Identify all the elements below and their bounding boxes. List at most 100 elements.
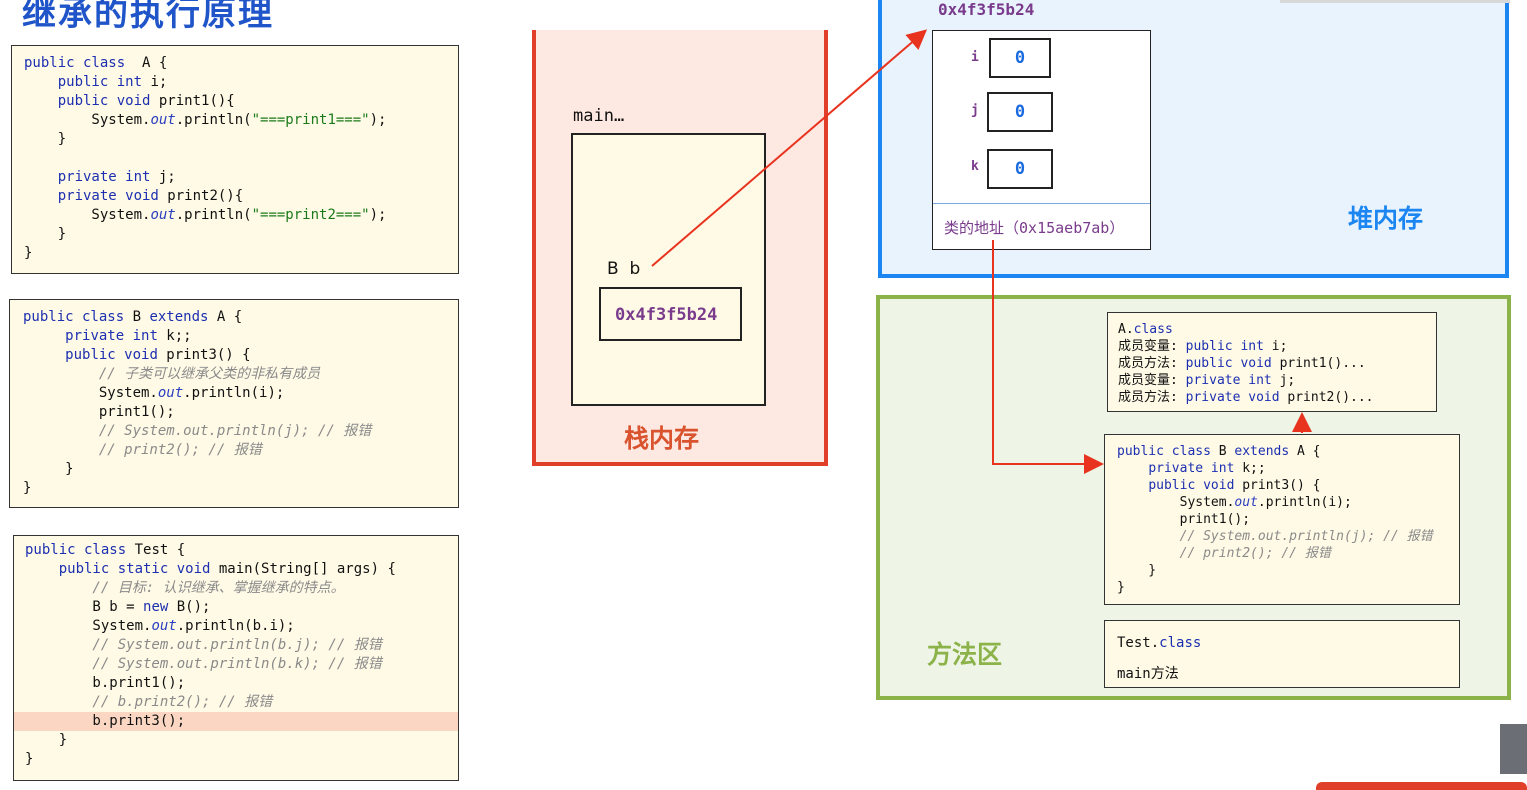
code-token: public class bbox=[23, 309, 125, 325]
code-token: main(String[] args) { bbox=[210, 561, 396, 577]
test-class-box: Test.class main方法 bbox=[1104, 620, 1460, 688]
code-token: private int bbox=[65, 328, 158, 344]
heap-memory-label: 堆内存 bbox=[1348, 204, 1424, 233]
code-line: public void print1(){ bbox=[24, 92, 235, 111]
code-line: private int k;; bbox=[23, 327, 192, 346]
code-token: System. bbox=[24, 207, 151, 223]
code-line: public static void main(String[] args) { bbox=[25, 560, 396, 579]
code-line: } bbox=[25, 750, 33, 769]
code-token: extends bbox=[1234, 444, 1290, 459]
code-token: A. bbox=[1118, 322, 1134, 337]
code-token: } bbox=[24, 131, 67, 147]
code-token: } bbox=[24, 226, 67, 242]
code-token: out bbox=[150, 207, 176, 223]
test-class-prefix: Test. bbox=[1117, 635, 1160, 651]
heap-object-address: 0x4f3f5b24 bbox=[938, 0, 1035, 19]
code-line: } bbox=[1117, 562, 1156, 579]
code-line: } bbox=[1117, 579, 1125, 596]
code-token: public void bbox=[1148, 478, 1235, 493]
bottom-red-bar bbox=[1316, 782, 1527, 790]
code-token: A { bbox=[1289, 444, 1321, 459]
field-k-value: 0 bbox=[987, 149, 1053, 189]
code-token: System. bbox=[1117, 495, 1235, 510]
code-token: public void bbox=[65, 347, 158, 363]
test-main-method: main方法 bbox=[1117, 666, 1179, 682]
code-token: print2(){ bbox=[158, 188, 244, 204]
stack-to-heap-arrow bbox=[651, 29, 928, 267]
code-token: // 子类可以继承父类的非私有成员 bbox=[23, 366, 321, 382]
code-token: } bbox=[23, 480, 32, 496]
code-token: Test { bbox=[126, 542, 186, 558]
code-line: // b.print2(); // 报错 bbox=[25, 693, 272, 712]
code-line: } bbox=[23, 479, 31, 498]
code-token: private void bbox=[57, 188, 159, 204]
field-j-value: 0 bbox=[987, 92, 1053, 132]
code-token: out bbox=[157, 385, 184, 401]
code-line: 成员方法: public void print1()... bbox=[1118, 355, 1366, 372]
code-block-class-b: public class B extends A { private int k… bbox=[9, 299, 459, 508]
heap-memory-area: 0x4f3f5b24 i 0 j 0 k 0 类的地址（0x15aeb7ab） … bbox=[878, 0, 1509, 278]
code-token: .println(i); bbox=[1257, 495, 1352, 510]
code-token: k;; bbox=[157, 328, 192, 344]
code-token: .println(i); bbox=[183, 385, 285, 401]
variable-b-value-box: 0x4f3f5b24 bbox=[599, 287, 742, 341]
code-line: } bbox=[24, 130, 66, 149]
code-token: A { bbox=[208, 309, 243, 325]
code-line: // 目标: 认识继承、掌握继承的特点。 bbox=[25, 579, 345, 598]
code-line: // System.out.println(b.k); // 报错 bbox=[25, 655, 382, 674]
code-token: // System.out.println(b.k); // 报错 bbox=[25, 656, 382, 672]
corner-widget bbox=[1500, 724, 1527, 774]
code-line: System.out.println(i); bbox=[23, 384, 284, 403]
top-right-panel-edge bbox=[1280, 0, 1510, 3]
code-token: } bbox=[25, 732, 68, 748]
variable-b-address: 0x4f3f5b24 bbox=[615, 305, 718, 325]
code-block-class-test: public class Test { public static void m… bbox=[13, 535, 459, 781]
code-token: 成员方法: bbox=[1118, 356, 1186, 371]
code-token: private int bbox=[57, 169, 151, 185]
code-token: System. bbox=[25, 618, 152, 634]
code-token: extends bbox=[149, 309, 209, 325]
code-line: A.class bbox=[1118, 321, 1173, 338]
code-token: out bbox=[151, 618, 177, 634]
code-token: // System.out.println(j); // 报错 bbox=[23, 423, 372, 439]
code-token: // 目标: 认识继承、掌握继承的特点。 bbox=[25, 580, 345, 596]
method-area-label: 方法区 bbox=[927, 640, 1003, 669]
code-line: } bbox=[24, 225, 66, 244]
code-token: print1(); bbox=[1117, 512, 1251, 527]
code-token: private void bbox=[1185, 390, 1280, 405]
code-token: .println(b.i); bbox=[176, 618, 295, 634]
code-line: System.out.println("===print1==="); bbox=[24, 111, 386, 130]
test-class-keyword: class bbox=[1159, 635, 1202, 651]
code-token: b.print1(); bbox=[25, 675, 186, 691]
code-token: private int bbox=[1148, 461, 1235, 476]
code-token: B bbox=[1210, 444, 1235, 459]
code-line: b.print3(); bbox=[25, 712, 185, 731]
code-token: // System.out.println(b.j); // 报错 bbox=[25, 637, 382, 653]
code-token: } bbox=[1117, 580, 1125, 595]
code-line: public class B extends A { bbox=[23, 308, 242, 327]
code-token: "===print2===" bbox=[251, 207, 370, 223]
heap-to-class-arrow bbox=[992, 240, 1104, 474]
b-class-box: public class B extends A { private int k… bbox=[1104, 434, 1460, 605]
code-token: System. bbox=[23, 385, 158, 401]
code-token: ); bbox=[369, 207, 387, 223]
code-line: 成员方法: private void print2()... bbox=[1118, 389, 1374, 406]
code-token: b.print3(); bbox=[25, 713, 186, 729]
main-stack-frame: B b 0x4f3f5b24 bbox=[571, 133, 766, 406]
code-token: // System.out.println(j); // 报错 bbox=[1117, 529, 1433, 544]
code-line: public class Test { bbox=[25, 541, 185, 560]
page-title: 继承的执行原理 bbox=[22, 0, 274, 34]
code-token: out bbox=[1234, 495, 1258, 510]
code-token: } bbox=[25, 751, 34, 767]
main-frame-label: main… bbox=[573, 106, 625, 126]
code-token: public int bbox=[1185, 339, 1264, 354]
code-token: // b.print2(); // 报错 bbox=[25, 694, 273, 710]
code-token: A { bbox=[125, 55, 168, 71]
code-token: 成员变量: bbox=[1118, 373, 1186, 388]
code-line: // System.out.println(b.j); // 报错 bbox=[25, 636, 382, 655]
code-token: print1(); bbox=[23, 404, 175, 420]
code-token: public int bbox=[57, 74, 143, 90]
code-token: public class bbox=[25, 542, 127, 558]
code-line: // 子类可以继承父类的非私有成员 bbox=[23, 365, 320, 384]
